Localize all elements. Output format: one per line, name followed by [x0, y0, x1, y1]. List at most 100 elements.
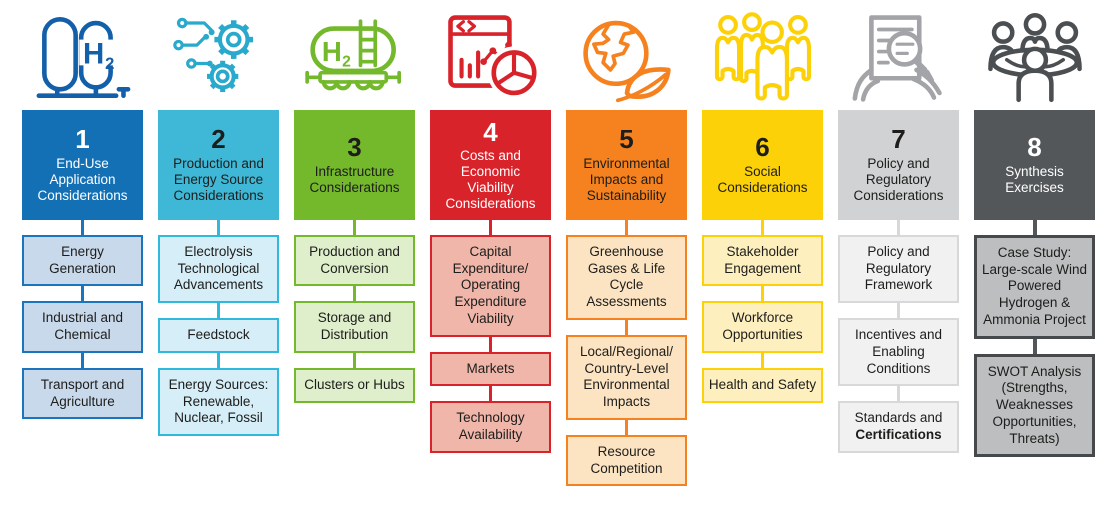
step-title: End-Use Application Considerations [37, 155, 128, 203]
step-7-item-1: Policy and Regulatory Framework [838, 235, 959, 304]
step-title: Synthesis Exercises [1005, 163, 1064, 195]
item-label: Energy Sources: Renewable, Nuclear, Foss… [168, 376, 269, 426]
step-number: 8 [1027, 132, 1042, 163]
connector [217, 220, 220, 235]
hydrogen-tanker-wagon-icon: H 2 [303, 6, 407, 110]
meeting-table-icon [985, 6, 1085, 110]
item-label: Capital Expenditure/ Operating Expenditu… [452, 244, 529, 326]
step-title: Environmental Impacts and Sustainability [583, 155, 670, 203]
step-6-item-3: Health and Safety [702, 367, 823, 403]
svg-text:2: 2 [105, 54, 114, 73]
step-5-item-3: Resource Competition [566, 434, 687, 487]
item-label: Electrolysis Technological Advancements [173, 244, 264, 293]
connector [761, 220, 764, 235]
step-1-header: 1 End-Use Application Considerations [22, 110, 143, 220]
globe-leaf-icon [575, 6, 679, 110]
step-3-item-2: Storage and Distribution [294, 301, 415, 353]
connector [897, 220, 900, 235]
step-number: 3 [347, 132, 362, 163]
step-8-item-1: Case Study: Large-scale Wind Powered Hyd… [974, 235, 1095, 339]
item-label: Transport and Agriculture [40, 376, 125, 409]
step-title: Social Considerations [717, 163, 808, 195]
step-number: 1 [75, 124, 90, 155]
connector [897, 303, 900, 319]
item-label: Standards and [854, 410, 943, 426]
item-label: Greenhouse Gases & Life Cycle Assessment… [586, 244, 667, 310]
item-label: Resource Competition [590, 443, 663, 476]
connector [761, 352, 764, 368]
cost-analytics-dashboard-icon [439, 6, 543, 110]
item-label-bold: Certifications [855, 427, 942, 443]
hydrogen-considerations-diagram: H 2 1 End-Use Application Considerations… [22, 6, 1095, 487]
step-3-item-1: Production and Conversion [294, 235, 415, 287]
connector [489, 386, 492, 402]
connector [489, 220, 492, 235]
item-label: Production and Conversion [309, 244, 400, 276]
step-1-item-1: Energy Generation [22, 235, 143, 287]
svg-text:2: 2 [342, 53, 351, 70]
step-7-header: 7 Policy and Regulatory Considerations [838, 110, 959, 220]
column-3-infrastructure: H 2 3 Infrastructure Considerations Prod… [294, 6, 415, 403]
connector [1032, 338, 1037, 354]
step-number: 6 [755, 132, 770, 163]
item-label: Policy and Regulatory Framework [864, 244, 933, 293]
step-1-item-2: Industrial and Chemical [22, 301, 143, 353]
step-2-item-1: Electrolysis Technological Advancements [158, 235, 279, 304]
step-title: Production and Energy Source Considerati… [173, 155, 264, 203]
step-4-item-2: Markets [430, 351, 551, 387]
gears-circuit-icon [169, 6, 269, 110]
step-3-header: 3 Infrastructure Considerations [294, 110, 415, 220]
connector [353, 352, 356, 368]
step-title: Infrastructure Considerations [309, 163, 400, 195]
svg-text:H: H [321, 36, 341, 67]
step-number: 7 [891, 124, 906, 155]
item-label: Industrial and Chemical [41, 310, 124, 343]
step-8-header: 8 Synthesis Exercises [974, 110, 1095, 220]
document-magnifier-review-icon [847, 6, 951, 110]
connector [353, 286, 356, 302]
step-5-header: 5 Environmental Impacts and Sustainabili… [566, 110, 687, 220]
step-6-item-1: Stakeholder Engagement [702, 235, 823, 287]
step-title: Policy and Regulatory Considerations [853, 155, 944, 203]
column-6-social: 6 Social Considerations Stakeholder Enga… [702, 6, 823, 403]
connector [217, 303, 220, 319]
svg-text:H: H [83, 38, 104, 71]
item-label: Incentives and Enabling Conditions [854, 327, 943, 376]
item-label: Health and Safety [708, 376, 817, 392]
connector [897, 386, 900, 402]
connector [81, 286, 84, 302]
item-label: Case Study: Large-scale Wind Powered Hyd… [981, 245, 1088, 327]
connector [625, 419, 628, 435]
connector [1032, 220, 1037, 235]
column-8-synthesis: 8 Synthesis Exercises Case Study: Large-… [974, 6, 1095, 458]
connector [217, 352, 220, 368]
step-number: 4 [483, 116, 498, 147]
item-label: Stakeholder Engagement [724, 244, 801, 276]
connector [625, 220, 628, 235]
step-4-header: 4 Costs and Economic Viability Considera… [430, 110, 551, 220]
step-7-item-3: Standards and Certifications [838, 401, 959, 453]
column-5-environment: 5 Environmental Impacts and Sustainabili… [566, 6, 687, 487]
item-label: Local/Regional/ Country-Level Environmen… [579, 343, 674, 410]
item-label: Markets [466, 360, 515, 376]
connector [625, 319, 628, 335]
step-7-item-2: Incentives and Enabling Conditions [838, 318, 959, 387]
column-2-production: 2 Production and Energy Source Considera… [158, 6, 279, 437]
item-label: Feedstock [187, 327, 250, 343]
step-2-item-3: Energy Sources: Renewable, Nuclear, Foss… [158, 367, 279, 437]
step-1-item-3: Transport and Agriculture [22, 367, 143, 420]
step-6-item-2: Workforce Opportunities [702, 301, 823, 353]
item-label: Technology Availability [456, 410, 525, 443]
item-label: Workforce Opportunities [722, 310, 803, 343]
step-title: Costs and Economic Viability Considerati… [445, 147, 536, 211]
hydrogen-storage-tanks-icon: H 2 [31, 6, 135, 110]
step-3-item-3: Clusters or Hubs [294, 367, 415, 403]
connector [81, 220, 84, 235]
step-4-item-1: Capital Expenditure/ Operating Expenditu… [430, 235, 551, 337]
column-7-policy: 7 Policy and Regulatory Considerations P… [838, 6, 959, 453]
item-label: Storage and Distribution [317, 310, 392, 343]
step-8-item-2: SWOT Analysis (Strengths, Weaknesses Opp… [974, 353, 1095, 458]
item-label: Energy Generation [49, 244, 116, 276]
step-4-item-3: Technology Availability [430, 401, 551, 453]
step-2-header: 2 Production and Energy Source Considera… [158, 110, 279, 220]
